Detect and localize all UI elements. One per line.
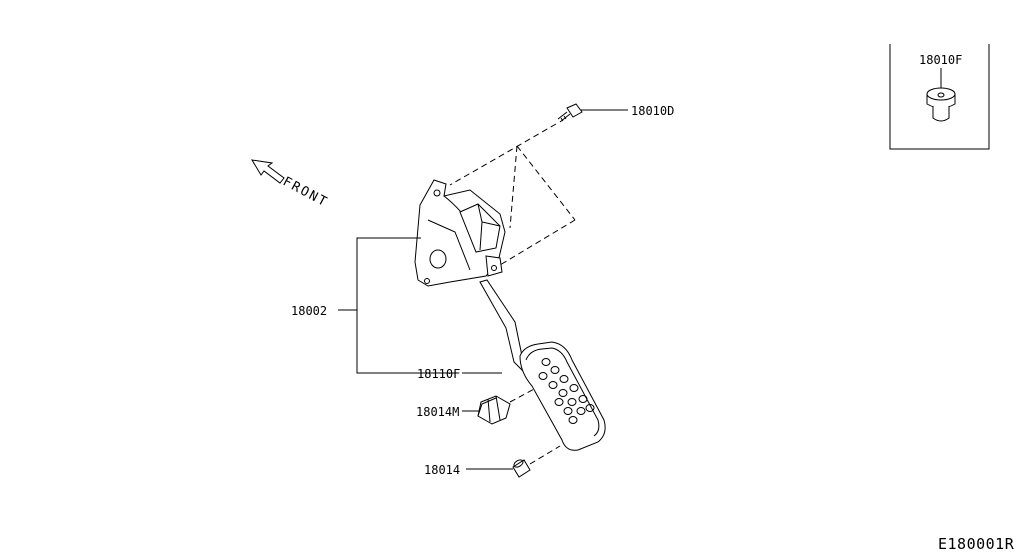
plug-part-icon <box>926 87 956 122</box>
stopper-icon <box>512 459 531 478</box>
assembly-bracket: 18002 <box>291 237 458 374</box>
callout-18014m: 18014M <box>416 405 459 419</box>
callout-18014: 18014 <box>424 463 460 477</box>
arrow-icon <box>251 159 285 184</box>
clip-icon <box>477 395 511 425</box>
label-18110f-group: 18110F <box>417 367 502 381</box>
clip-18014m: 18014M <box>416 387 537 425</box>
stopper-18014: 18014 <box>424 445 561 478</box>
callout-18010f: 18010F <box>919 53 962 67</box>
front-label: FRONT <box>280 174 330 210</box>
inset-box: 18010F <box>889 44 990 150</box>
front-arrow: FRONT <box>251 159 331 211</box>
callout-18110f: 18110F <box>417 367 460 381</box>
bolt-icon <box>557 103 583 123</box>
callout-18002: 18002 <box>291 304 327 318</box>
bolt-18010d: 18010D <box>449 103 674 269</box>
pedal-pad <box>519 341 606 451</box>
reference-code: E180001R <box>938 535 1015 553</box>
pedal-sensor-housing <box>414 179 506 287</box>
callout-18010d: 18010D <box>631 104 674 118</box>
pedal-grip-dots <box>538 358 595 424</box>
